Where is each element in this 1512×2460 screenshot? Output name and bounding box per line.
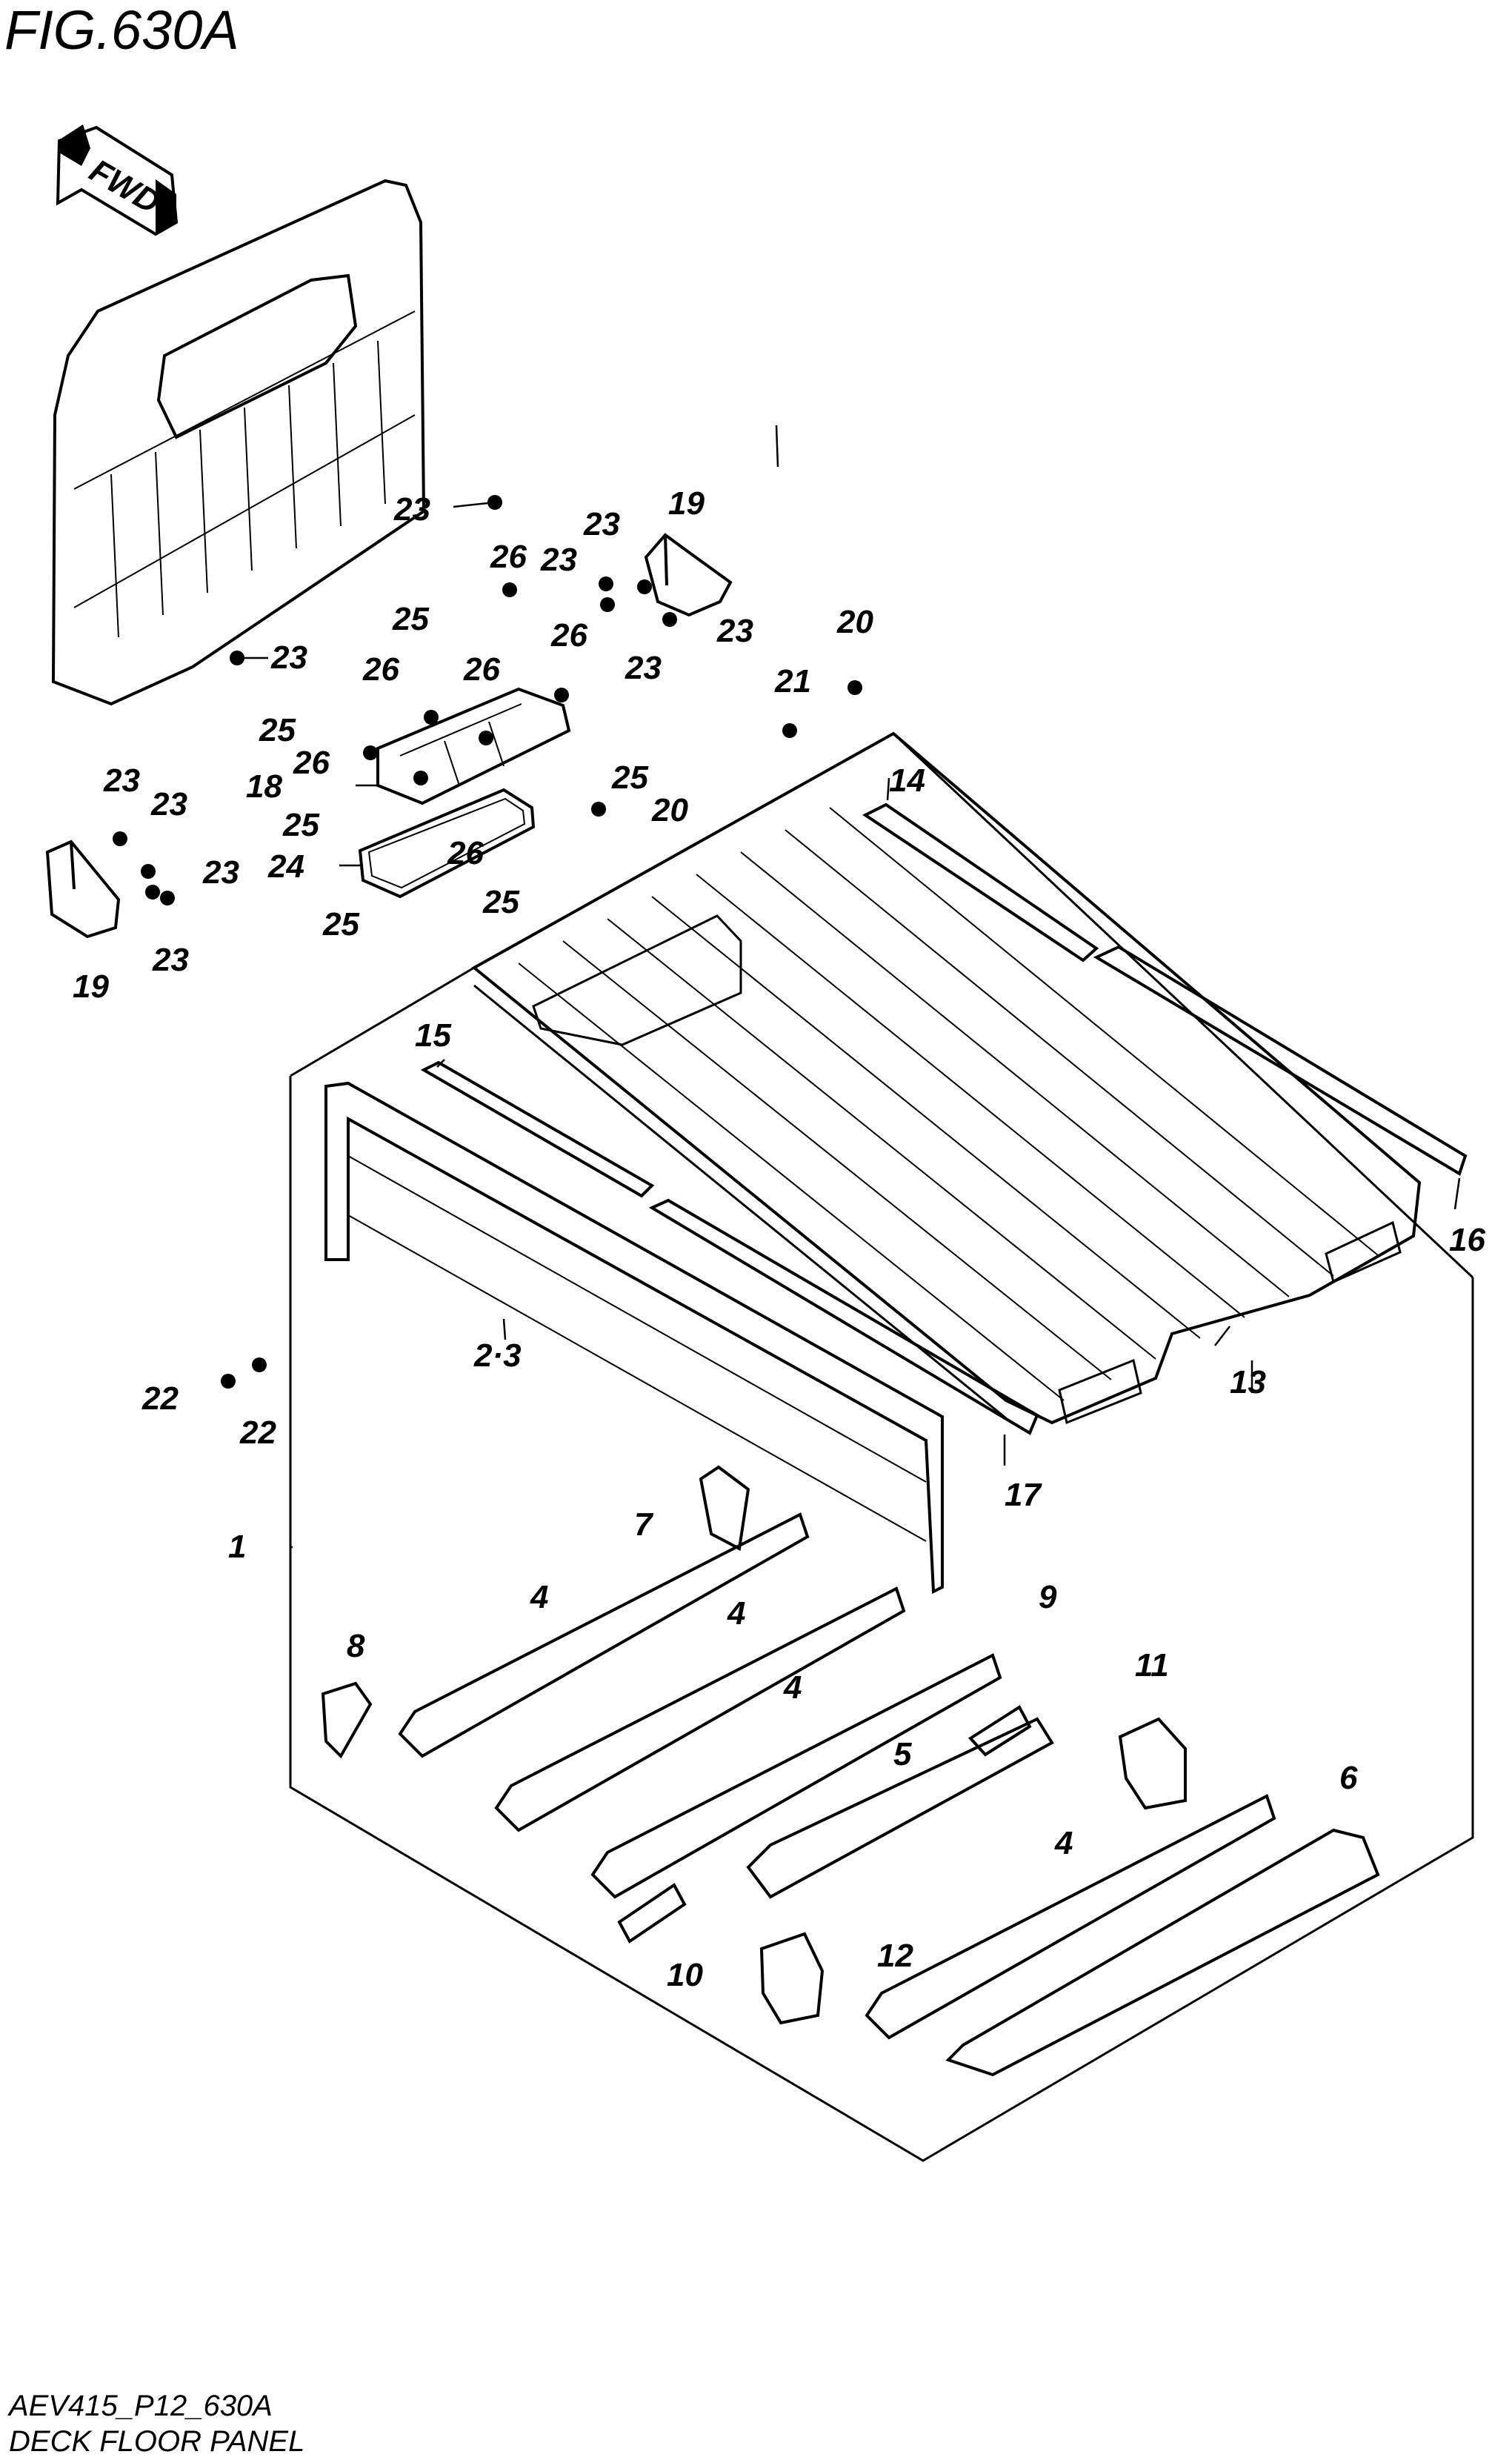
callout-25: 25 bbox=[611, 759, 648, 796]
callout-4: 4 bbox=[727, 1595, 745, 1632]
callout-6: 6 bbox=[1339, 1760, 1358, 1796]
callout-25: 25 bbox=[482, 884, 519, 920]
callout-26: 26 bbox=[490, 539, 527, 575]
leader-lines bbox=[237, 425, 1461, 1549]
callout-20: 20 bbox=[836, 604, 873, 640]
figure-title: FIG.630A bbox=[4, 0, 239, 61]
callout-26: 26 bbox=[362, 651, 399, 688]
callout-19: 19 bbox=[668, 485, 705, 522]
callout-17: 17 bbox=[1005, 1477, 1042, 1513]
callout-7: 7 bbox=[634, 1506, 654, 1543]
bracket-left bbox=[45, 840, 121, 939]
callout-10: 10 bbox=[667, 1957, 703, 1993]
figure-code: AEV415_P12_630A bbox=[7, 2390, 273, 2422]
callout-26: 26 bbox=[293, 745, 330, 781]
callout-25: 25 bbox=[392, 601, 429, 637]
deck-floor-panel bbox=[471, 731, 1422, 1425]
callout-8: 8 bbox=[347, 1628, 365, 1664]
callout-18: 18 bbox=[246, 768, 282, 805]
callout-9: 9 bbox=[1039, 1579, 1057, 1615]
small-brackets bbox=[321, 1465, 1187, 2025]
cab-back-panel bbox=[51, 179, 426, 706]
callout-23: 23 bbox=[152, 942, 189, 978]
callout-21: 21 bbox=[774, 663, 811, 699]
front-header-panel bbox=[324, 1081, 944, 1595]
callout-11: 11 bbox=[1135, 1647, 1169, 1683]
callout-13: 13 bbox=[1230, 1364, 1266, 1400]
callout-5: 5 bbox=[893, 1736, 912, 1772]
callout-23: 23 bbox=[583, 506, 620, 542]
callout-23: 23 bbox=[270, 639, 307, 676]
callout-22: 22 bbox=[141, 1380, 179, 1417]
callout-14: 14 bbox=[889, 762, 925, 799]
callout-23: 23 bbox=[202, 854, 239, 891]
bracket-right bbox=[644, 533, 733, 617]
callout-4: 4 bbox=[783, 1669, 802, 1706]
callout-19: 19 bbox=[73, 968, 109, 1005]
figure-caption: DECK FLOOR PANEL bbox=[9, 2425, 304, 2458]
callout-23: 23 bbox=[625, 650, 662, 686]
callout-4: 4 bbox=[1054, 1825, 1073, 1861]
assembly-outline bbox=[289, 732, 1474, 2162]
callout-26: 26 bbox=[550, 617, 587, 654]
callout-23: 23 bbox=[716, 613, 753, 649]
callout-25: 25 bbox=[259, 712, 296, 748]
callout-23: 23 bbox=[103, 762, 140, 799]
callout-25: 25 bbox=[282, 807, 319, 843]
callout-24: 24 bbox=[267, 848, 304, 885]
hatch-cover bbox=[376, 687, 571, 805]
callout-23: 23 bbox=[540, 542, 577, 578]
callout-15: 15 bbox=[415, 1017, 451, 1054]
callout-26: 26 bbox=[463, 651, 500, 688]
callout-labels: 1 2·3 4 4 4 4 5 6 7 8 9 10 11 12 13 14 1… bbox=[73, 485, 1485, 1993]
callout-25: 25 bbox=[322, 906, 359, 943]
hatch-gasket bbox=[358, 788, 536, 899]
callout-22: 22 bbox=[239, 1414, 276, 1451]
fwd-arrow-icon bbox=[56, 124, 179, 236]
callout-26: 26 bbox=[447, 835, 484, 871]
callout-4: 4 bbox=[530, 1579, 548, 1615]
callout-1: 1 bbox=[228, 1529, 246, 1565]
cross-members bbox=[398, 1512, 1380, 2077]
callout-16: 16 bbox=[1449, 1222, 1485, 1258]
callout-2-3: 2·3 bbox=[473, 1337, 522, 1374]
callout-12: 12 bbox=[877, 1938, 913, 1974]
bolt-icons bbox=[113, 495, 862, 1389]
callout-23: 23 bbox=[150, 786, 187, 822]
callout-23: 23 bbox=[393, 491, 430, 528]
callout-20: 20 bbox=[651, 792, 688, 828]
side-rails bbox=[420, 802, 1468, 1435]
